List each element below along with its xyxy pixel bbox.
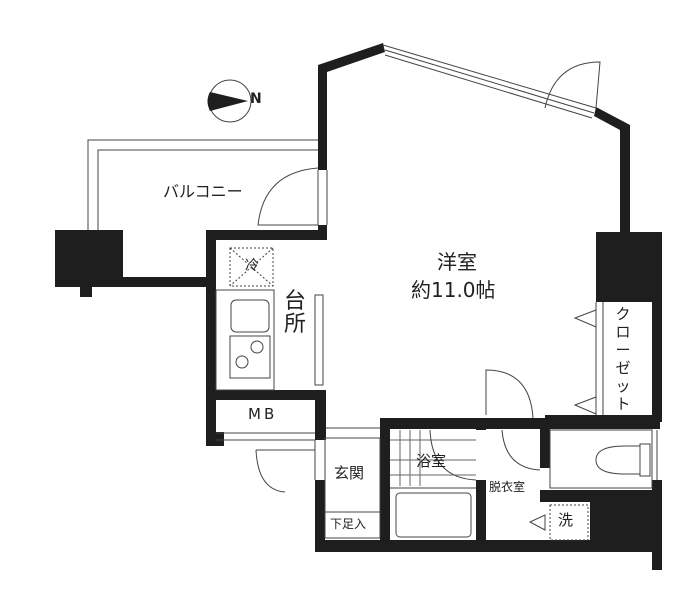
fridge-space (229, 247, 274, 287)
toilet-icon (595, 445, 641, 475)
balcony-outline (87, 139, 318, 230)
top-window (382, 44, 601, 119)
washer-label: 洗 (558, 511, 574, 529)
western-room-size: 約11.0帖 (411, 278, 496, 302)
balcony-label: バルコニー (163, 182, 243, 201)
shoe-box-label: 下足入 (330, 517, 367, 531)
closet-label: クローゼット (615, 305, 631, 413)
bathtub-icon (395, 492, 472, 538)
meter-box-label: MB (248, 405, 278, 423)
toilet-fixtures (549, 429, 658, 489)
western-room-label: 洋室 (437, 250, 477, 274)
stove-icon (229, 335, 271, 379)
kitchen-label: 台所 (284, 289, 307, 338)
bathroom-label: 浴室 (416, 452, 447, 470)
bathroom-fixtures (390, 429, 477, 538)
sink-icon (230, 299, 270, 333)
room-doors (485, 302, 604, 541)
compass-label: N (250, 91, 262, 107)
entrance-label: 玄関 (334, 464, 365, 482)
entrance-door (255, 427, 381, 539)
balcony-door (257, 167, 328, 226)
walls (55, 43, 662, 570)
dressing-room-label: 脱衣室 (489, 480, 526, 494)
fridge-label: 冷 (245, 258, 259, 274)
kitchen-fixtures (215, 247, 324, 441)
north-arrow-icon (207, 79, 252, 123)
washer-space (549, 504, 589, 541)
